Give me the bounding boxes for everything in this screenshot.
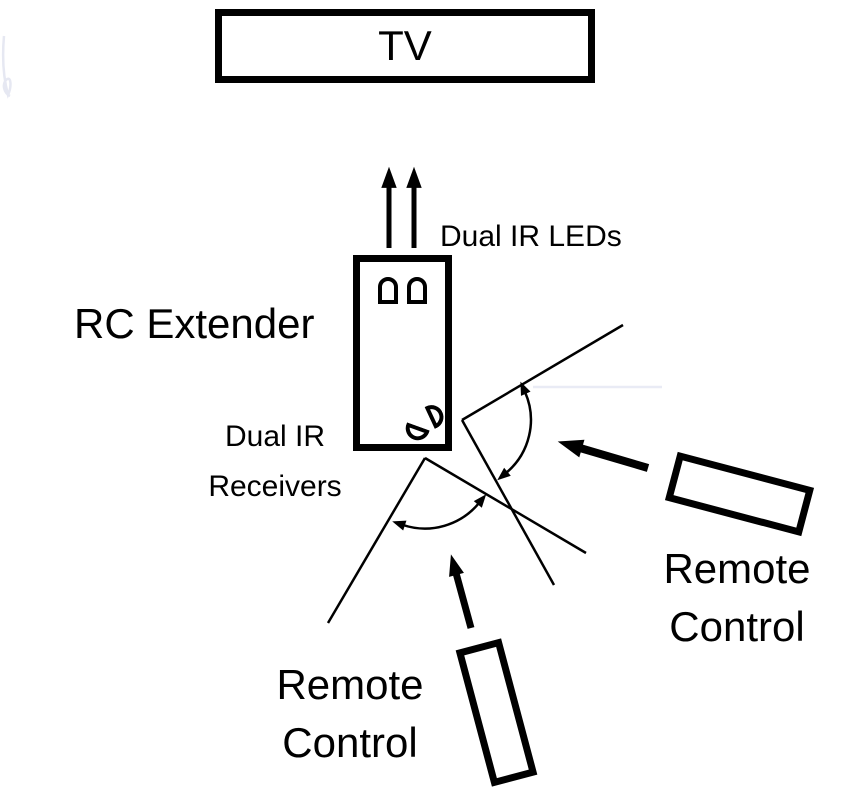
fov-line-lower-receiver-a (326, 457, 427, 624)
remote-control-bottom-label-line1: Remote (276, 661, 424, 708)
rc-extender-label: RC Extender (74, 300, 315, 347)
ir-receiver-icon (424, 401, 448, 429)
dual-ir-receivers-label: Dual IR Receivers (165, 412, 385, 512)
remote-bottom-ir-arrow (449, 554, 475, 629)
ir-receiver-icon (402, 422, 430, 444)
remote-control-right-label: Remote Control (637, 540, 837, 656)
tv-box: TV (215, 9, 595, 83)
rc-extender-box (353, 255, 452, 451)
angle-arc-lower (392, 494, 487, 531)
dual-ir-leds-label: Dual IR LEDs (440, 220, 622, 253)
dual-ir-receivers-label-line2: Receivers (208, 470, 342, 503)
fov-line-upper-receiver-b (460, 419, 556, 586)
remote-control-right-label-line1: Remote (663, 545, 811, 592)
remote-control-bottom-label-line2: Control (282, 719, 418, 766)
remote-control-right-label-line2: Control (669, 603, 805, 650)
ink-strokes (326, 166, 650, 629)
angle-arc-upper (497, 381, 533, 481)
ir-led-icon (407, 277, 427, 304)
remote-control-bottom-label: Remote Control (250, 656, 450, 772)
tv-label: TV (378, 22, 432, 69)
fov-line-lower-receiver-b (424, 456, 587, 555)
remote-right-ir-arrow (557, 439, 650, 472)
ir-led-icon (378, 277, 398, 304)
pen-squiggle-artifact (1, 35, 12, 99)
fov-line-upper-receiver-a (461, 323, 624, 422)
dual-ir-receivers-label-line1: Dual IR (224, 420, 326, 453)
